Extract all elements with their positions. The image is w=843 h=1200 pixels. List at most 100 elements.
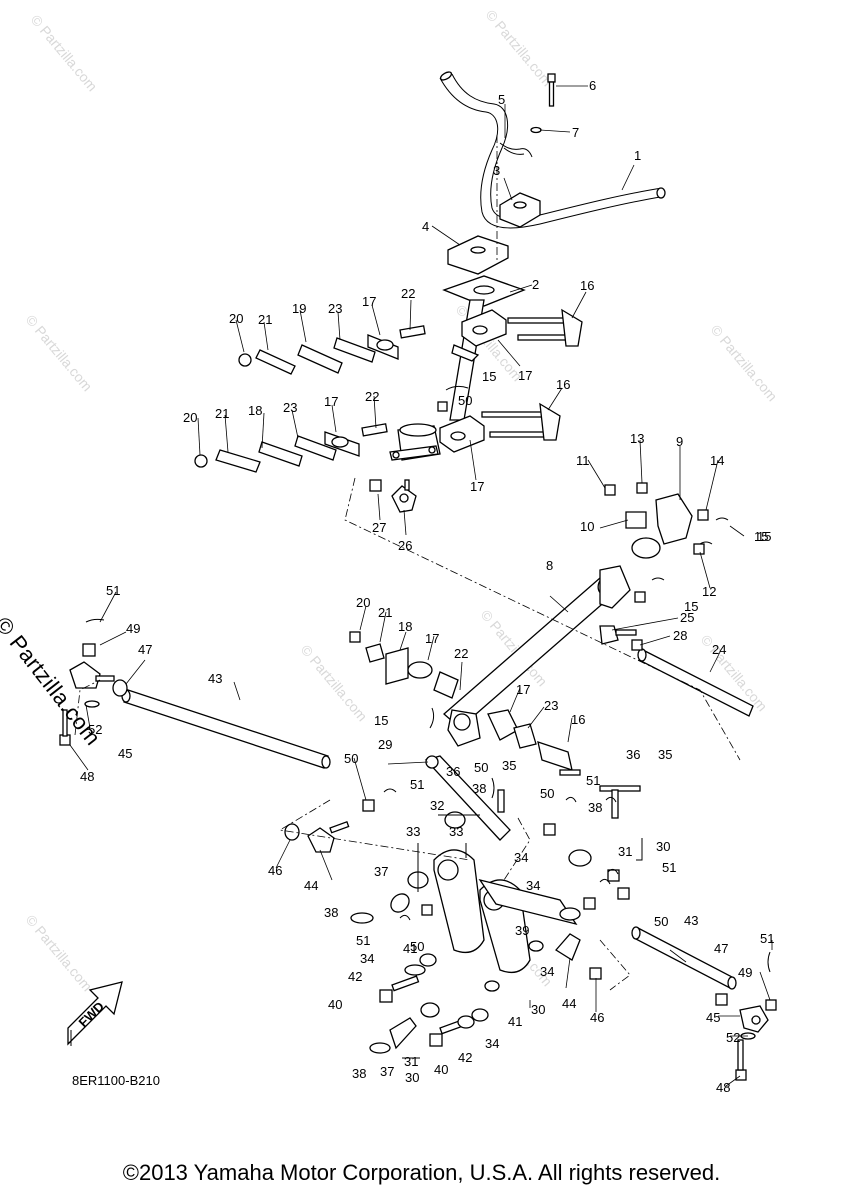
callout: 51 bbox=[662, 860, 676, 875]
callout: 17 bbox=[324, 394, 338, 409]
lower-linkage-center bbox=[349, 631, 641, 792]
callout: 51 bbox=[410, 777, 424, 792]
callout: 40 bbox=[434, 1062, 448, 1077]
callout: 30 bbox=[656, 839, 670, 854]
callout: 17 bbox=[516, 682, 530, 697]
bracket-9 bbox=[604, 482, 709, 559]
callout: 3 bbox=[493, 163, 500, 178]
callout: 41 bbox=[508, 1014, 522, 1029]
callout: 11 bbox=[576, 453, 590, 468]
callout: 16 bbox=[556, 377, 570, 392]
callouts: 1 2 3 4 5 6 7 8 9 10 11 12 13 14 15 15 1… bbox=[80, 78, 774, 1095]
callout: 37 bbox=[380, 1064, 394, 1079]
callout: 34 bbox=[360, 951, 374, 966]
callout: 20 bbox=[183, 410, 197, 425]
callout: 15 bbox=[482, 369, 496, 384]
callout: 24 bbox=[712, 642, 726, 657]
callout: 22 bbox=[401, 286, 415, 301]
watermark: © Partzilla.com bbox=[708, 322, 781, 405]
callout: 25 bbox=[680, 610, 694, 625]
steering-shaft bbox=[443, 565, 631, 747]
callout: 39 bbox=[515, 923, 529, 938]
callout: 1 bbox=[634, 148, 641, 163]
callout: 31 bbox=[404, 1054, 418, 1069]
callout: 38 bbox=[324, 905, 338, 920]
middle-linkage-left bbox=[194, 423, 388, 473]
bracket-lines bbox=[402, 814, 643, 1059]
callout: 6 bbox=[589, 78, 596, 93]
callout: 36 bbox=[626, 747, 640, 762]
callout: 34 bbox=[514, 850, 528, 865]
tie-rod-end-26 bbox=[369, 479, 417, 513]
callout: 21 bbox=[258, 312, 272, 327]
callout: 37 bbox=[374, 864, 388, 879]
callout: 34 bbox=[485, 1036, 499, 1051]
callout: 23 bbox=[328, 301, 342, 316]
watermark: © Partzilla.com bbox=[23, 312, 96, 395]
callout: 49 bbox=[126, 621, 140, 636]
callout: 49 bbox=[738, 965, 752, 980]
callout: 8 bbox=[546, 558, 553, 573]
callout: 13 bbox=[630, 431, 644, 446]
callout: 35 bbox=[658, 747, 672, 762]
callout: 47 bbox=[714, 941, 728, 956]
lower-fasteners bbox=[350, 799, 630, 1054]
callout: 19 bbox=[292, 301, 306, 316]
callout: 28 bbox=[673, 628, 687, 643]
callout: 34 bbox=[540, 964, 554, 979]
callout: 17 bbox=[362, 294, 376, 309]
callout: 50 bbox=[410, 939, 424, 954]
tie-rod-43-left bbox=[121, 689, 331, 769]
callout: 15 bbox=[684, 599, 698, 614]
callout: 40 bbox=[328, 997, 342, 1012]
callout: 18 bbox=[248, 403, 262, 418]
callout: 43 bbox=[208, 671, 222, 686]
watermark: © Partzilla.com bbox=[23, 912, 96, 995]
handlebar bbox=[439, 71, 666, 229]
lower-holder bbox=[447, 235, 509, 275]
tie-rod-end-46 bbox=[284, 821, 350, 853]
callout: 2 bbox=[532, 277, 539, 292]
callout: 52 bbox=[88, 722, 102, 737]
callout: 15 bbox=[374, 713, 388, 728]
callout: 22 bbox=[365, 389, 379, 404]
upper-linkage-left bbox=[238, 325, 426, 375]
center-lines bbox=[74, 135, 741, 991]
callout: 43 bbox=[684, 913, 698, 928]
callout: 20 bbox=[356, 595, 370, 610]
callout: 45 bbox=[706, 1010, 720, 1025]
upper-holder bbox=[499, 192, 541, 228]
callout: 38 bbox=[588, 800, 602, 815]
callout: 9 bbox=[676, 434, 683, 449]
clamp-5 bbox=[499, 142, 533, 158]
callout: 50 bbox=[540, 786, 554, 801]
callout: 31 bbox=[618, 844, 632, 859]
fwd-arrow-icon: FWD bbox=[67, 981, 123, 1046]
upper-bracket-right bbox=[461, 308, 583, 347]
callout: 27 bbox=[372, 520, 386, 535]
callout: 32 bbox=[430, 798, 444, 813]
callout: 7 bbox=[572, 125, 579, 140]
callout: 46 bbox=[590, 1010, 604, 1025]
watermark: © Partzilla.com bbox=[483, 7, 556, 90]
callout: 44 bbox=[562, 996, 576, 1011]
callout: 44 bbox=[304, 878, 318, 893]
callout: 23 bbox=[283, 400, 297, 415]
callout: 26 bbox=[398, 538, 412, 553]
callout: 12 bbox=[702, 584, 716, 599]
callout: 10 bbox=[580, 519, 594, 534]
callout: 41 bbox=[403, 941, 417, 956]
callout: 38 bbox=[472, 781, 486, 796]
watermark: © Partzilla.com bbox=[298, 642, 371, 725]
middle-bracket-right bbox=[437, 401, 561, 453]
callout: 14 bbox=[710, 453, 724, 468]
callout: 15 bbox=[757, 529, 771, 544]
callout: 48 bbox=[80, 769, 94, 784]
callout: 51 bbox=[586, 773, 600, 788]
callout: 18 bbox=[398, 619, 412, 634]
callout: 51 bbox=[356, 933, 370, 948]
callout: 34 bbox=[526, 878, 540, 893]
callout: 5 bbox=[498, 92, 505, 107]
pitman-arms bbox=[390, 755, 619, 974]
